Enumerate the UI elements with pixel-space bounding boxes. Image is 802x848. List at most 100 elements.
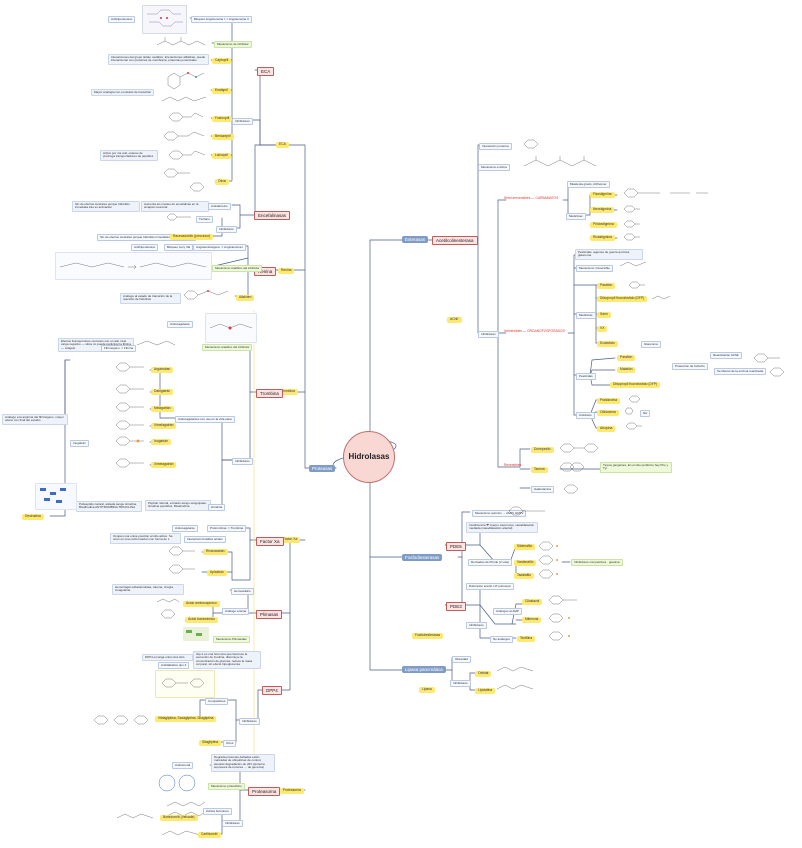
dpp4-otros[interactable]: Otros bbox=[223, 740, 237, 748]
pde5-inhibidores[interactable]: Inhibidores competitivos · guanina bbox=[571, 559, 623, 567]
eca-captopril-note[interactable]: Interacciones del grupo tiolato metálico… bbox=[108, 54, 209, 65]
renina-bloqueo[interactable]: Bloqueo Lucy Val bbox=[164, 244, 194, 252]
organofosforados-diisopropil-2[interactable]: Diisopropil fluorofosfato (DFP) bbox=[610, 382, 661, 388]
renina-angiotensin[interactable]: Angiotensinógeno ⇒ Angiotensina I bbox=[193, 244, 247, 252]
factor-xa-rivaroxaban[interactable]: Rivaroxabán bbox=[203, 549, 228, 555]
organofosforados-nota-reac[interactable]: Se liberan de la enzima reactivada bbox=[714, 368, 767, 376]
dpp4-sitagliptina[interactable]: Sitagliptina bbox=[199, 740, 222, 746]
ache-fisostigmina[interactable]: Fisostigmina bbox=[590, 192, 615, 198]
pde5-tadalafilo[interactable]: Tadalafilo bbox=[514, 573, 534, 579]
ache-reversibles[interactable]: Reversibles bbox=[504, 463, 522, 467]
trombina-fibrinogeno[interactable]: Fibrinógeno ⇒ Fibrina bbox=[101, 345, 137, 353]
node-pde5[interactable]: PDE5 bbox=[446, 542, 466, 552]
dpp4-gliptinas[interactable]: Vildagliptina, Saxagliptina, Sitagliptin… bbox=[155, 716, 217, 722]
lipasa-obesidad[interactable]: Obesidad bbox=[452, 656, 471, 664]
eca-profarmacos[interactable]: Activo por vía oral, esteres de prodroga… bbox=[100, 150, 158, 161]
proteasoma-bortezomib[interactable]: Bortezomib (Velcade) bbox=[160, 815, 198, 821]
proteasoma-inhibidores[interactable]: Inhibidores bbox=[222, 820, 243, 828]
tag-ache[interactable]: AChE bbox=[447, 317, 462, 323]
trombina-desirudina[interactable]: Desirudina bbox=[22, 514, 44, 520]
proteasoma-carfilzomib[interactable]: Carfilzomib bbox=[198, 832, 221, 838]
proteasoma-boronico[interactable]: Ácidos borónicos bbox=[203, 808, 232, 816]
reversibles-nota[interactable]: Tiopos gargantes, En el sitio periférico… bbox=[600, 462, 672, 473]
organofosforados-obidoxima[interactable]: Obidoxima bbox=[597, 410, 619, 416]
plimasas-aminocaproico[interactable]: Ácido aminocaproico bbox=[183, 601, 220, 607]
branch-fosfodiesterasas[interactable]: Fosfodiesterasas bbox=[402, 554, 443, 562]
pde3-teofilina[interactable]: Teofilina bbox=[517, 636, 536, 642]
plimasas-mecanismo[interactable]: Mecanismo Plimasidas bbox=[213, 636, 250, 644]
factor-xa-nota[interactable]: Ocupan una unica posición al sitio activ… bbox=[110, 533, 181, 544]
organofosforados-reactivacion[interactable]: Reactivación AChE bbox=[710, 352, 742, 360]
fosfo-mecanismo[interactable]: Mecanismo químico → AMPc GMPc bbox=[472, 510, 527, 518]
lipasa-inhibidores[interactable]: Inhibidores bbox=[450, 680, 471, 688]
encefalinasas-nota2[interactable]: Aumenta los niveles de encefalinas en la… bbox=[141, 201, 209, 212]
eca-enalapril[interactable]: Enalapril bbox=[212, 88, 231, 94]
organofosforados-prot[interactable]: Protección de fosforilo bbox=[672, 363, 708, 371]
renina-aliskiren[interactable]: Aliskiren bbox=[236, 295, 255, 301]
tag-trombina[interactable]: Trombina bbox=[278, 389, 298, 395]
organofosforados-paration[interactable]: Paratión bbox=[597, 283, 616, 289]
lipasa-lipstatina[interactable]: Lipstatina bbox=[475, 688, 496, 694]
organofosforados-diisopropil[interactable]: Diisopropil fluorofosfato (DFP) bbox=[597, 296, 648, 302]
factor-xa-protrombina[interactable]: Protrombina ⇒ Trombina bbox=[207, 525, 247, 533]
trombina-anticoagulante[interactable]: Anticoagulante bbox=[167, 321, 193, 329]
factor-xa-apixaban[interactable]: Apixabán bbox=[207, 570, 227, 576]
eca-otros[interactable]: Otros bbox=[215, 179, 230, 185]
dpp4-competitivos[interactable]: Competitivos bbox=[205, 698, 229, 706]
pde3-cilostazol[interactable]: Cilostazol bbox=[522, 599, 543, 605]
central-node[interactable]: Hidrolasas bbox=[343, 431, 395, 483]
organofosforados-n-btn[interactable]: NH bbox=[640, 410, 651, 418]
dpp4-nota1[interactable]: DPP4 es larga unión dos sitio bbox=[142, 654, 193, 662]
pde5-sildenafilo[interactable]: Sildenafilo bbox=[514, 544, 536, 550]
trombina-hirudina-nota[interactable]: Polipeptido natural, aislada sangu Hirud… bbox=[76, 501, 142, 512]
eca-inhibidores[interactable]: Inhibidores bbox=[232, 118, 253, 126]
node-acetilcolinesterasa[interactable]: Acetilcolinesterasa bbox=[432, 236, 478, 246]
organofosforados-medicinas[interactable]: Medicinas bbox=[576, 312, 596, 320]
tag-eca[interactable]: ECA bbox=[276, 142, 289, 148]
branch-esterasas[interactable]: Esterasas bbox=[402, 236, 429, 244]
tag-factor-xa[interactable]: Factor Xa bbox=[280, 537, 301, 543]
dpp4-antidiabetico[interactable]: Antidiabético tipo 2 bbox=[158, 662, 190, 670]
branch-proteasas[interactable]: Proteasas bbox=[309, 465, 336, 473]
organofosforados-ecotiofato[interactable]: Ecotiofato bbox=[597, 341, 618, 347]
trombina-melagatran[interactable]: Melagatrán bbox=[151, 406, 174, 412]
organofosforados-atropina[interactable]: Atropina bbox=[597, 426, 616, 432]
organofosforados-malation[interactable]: Malatión bbox=[617, 367, 636, 373]
trombina-mecanismo[interactable]: Mecanismo analítico del inhibidor bbox=[202, 344, 253, 352]
trombina-argatroban[interactable]: Argatroban bbox=[151, 367, 174, 373]
reversibles-tacrina[interactable]: Tacrina bbox=[531, 467, 548, 473]
tag-lipasa[interactable]: Lipasa bbox=[419, 687, 435, 693]
organofosforados-paration-2[interactable]: Paratión bbox=[617, 355, 636, 361]
organofosforados-pesticidas[interactable]: Pesticidas bbox=[576, 373, 596, 381]
encefalinasas-racecadotrilo[interactable]: Racecadotrilo (precursor) bbox=[170, 234, 214, 240]
factor-xa-bolsillo[interactable]: Interacción bolsillos acidos bbox=[184, 536, 226, 544]
pde3-milrinona[interactable]: Milrinona bbox=[522, 617, 542, 623]
pde3-no-analogos[interactable]: No análogos bbox=[490, 636, 513, 644]
plimasas-hemostatico[interactable]: Hemostático bbox=[231, 588, 254, 596]
renina-analogo[interactable]: Análogo al estado de transición de la re… bbox=[120, 293, 181, 304]
tag-renina[interactable]: Renina bbox=[278, 268, 295, 274]
plimasas-nota[interactable]: Hemorragia subaracnoidea, trauma, cirugí… bbox=[112, 584, 184, 595]
eca-mecanismo[interactable]: Mecanismo de inhibidor bbox=[214, 41, 252, 49]
node-pde3[interactable]: PDE3 bbox=[446, 602, 466, 612]
pde5-nota[interactable]: Insuficiencia ❤ cuerpo cavernoso, vasodi… bbox=[466, 522, 538, 533]
ache-piridostigmina[interactable]: Piridostigmina bbox=[590, 222, 617, 228]
organofosforados-mecanismo[interactable]: Mecanismo irreversible bbox=[576, 265, 613, 273]
eca-antihipertensivo[interactable]: Antihipertensivo bbox=[108, 16, 136, 24]
ache-interaccion[interactable]: Interacción proteína bbox=[479, 143, 512, 151]
ache-inhibidores[interactable]: Inhibidores bbox=[478, 331, 499, 339]
proteasoma-antitumoral[interactable]: Antitumoral bbox=[172, 762, 194, 770]
eca-transicion[interactable]: Mayor analogía con el estado de transici… bbox=[91, 89, 155, 97]
trombina-nota[interactable]: Efectos fisicoquímicos cercanos con un a… bbox=[58, 338, 134, 353]
node-dpp4[interactable]: DPP4 bbox=[262, 686, 282, 696]
encefalinasas-nota1[interactable]: Sin de efectos centrales porque hidrolis… bbox=[72, 201, 140, 212]
lipasa-orlistat[interactable]: Orlistat bbox=[475, 671, 492, 677]
proteasoma-nota[interactable]: Degrada proteínas dañadas están marcadas… bbox=[211, 754, 275, 772]
branch-lipasa[interactable]: Lipasa pancreática bbox=[402, 666, 446, 674]
pde3-nota[interactable]: Disfunción eréctil, HT pulmonar bbox=[466, 583, 514, 591]
tag-proteasoma[interactable]: Proteasoma bbox=[280, 788, 304, 794]
eca-receptor[interactable]: Bloqueo Angiotensina I ⇒ Angiotensina II bbox=[191, 16, 252, 24]
pde5-vardenafilo[interactable]: Vardenafilo bbox=[514, 560, 537, 566]
ache-rivastigmina[interactable]: Rivastigmina bbox=[590, 235, 615, 241]
trombina-ximelagatran-2[interactable]: Ximelagatrán bbox=[151, 462, 177, 468]
